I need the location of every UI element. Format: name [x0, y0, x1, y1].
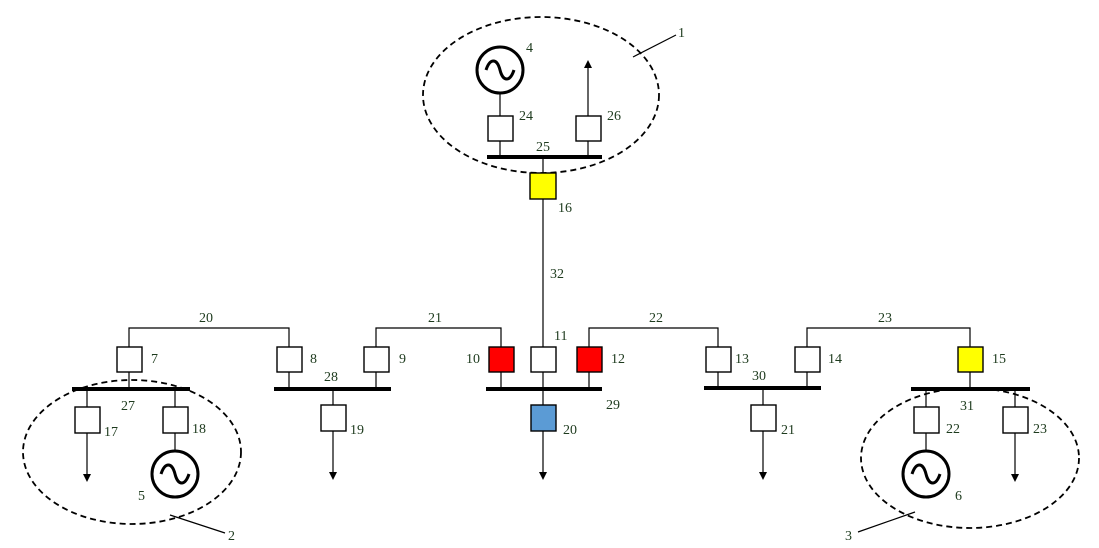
- node-18: [162, 406, 189, 434]
- node-7: [116, 346, 143, 373]
- node-16-label: 16: [558, 201, 572, 216]
- node-12-label: 12: [611, 352, 625, 367]
- generator-6-label: 6: [955, 489, 962, 504]
- node-20-label: 20: [563, 423, 577, 438]
- node-boxes: [74, 115, 1029, 434]
- zone-2-boundary: [22, 379, 242, 525]
- node-14-label: 14: [828, 352, 842, 367]
- wires: [83, 60, 1019, 482]
- node-12: [576, 346, 603, 373]
- node-15: [957, 346, 984, 373]
- node-17: [74, 406, 101, 434]
- node-22: [913, 406, 940, 434]
- node-21-label: 21: [781, 423, 795, 438]
- node-9-label: 9: [399, 352, 406, 367]
- node-21: [750, 404, 777, 432]
- node-26: [575, 115, 602, 142]
- node-17-label: 17: [104, 425, 118, 440]
- node-23-label: 23: [1033, 422, 1047, 437]
- line-21-label: 21: [428, 311, 442, 326]
- generator-6: [901, 449, 951, 499]
- node-10: [488, 346, 515, 373]
- generator-4-label: 4: [526, 41, 533, 56]
- zone-3-label: 3: [845, 529, 852, 544]
- bus-29-label: 29: [606, 398, 620, 413]
- bus-28-label: 28: [324, 370, 338, 385]
- node-16: [529, 172, 557, 200]
- line-22-label: 22: [649, 311, 663, 326]
- bus-25-label: 25: [536, 140, 550, 155]
- node-8: [276, 346, 303, 373]
- zone-2-leader: [169, 514, 226, 534]
- node-11-label: 11: [554, 329, 567, 344]
- node-9: [363, 346, 390, 373]
- node-19-label: 19: [350, 423, 364, 438]
- node-18-label: 18: [192, 422, 206, 437]
- line-23-label: 23: [878, 311, 892, 326]
- node-24: [487, 115, 514, 142]
- bus-27-label: 27: [121, 399, 135, 414]
- node-11: [530, 346, 557, 373]
- zone-3-leader: [857, 511, 916, 533]
- node-23: [1002, 406, 1029, 434]
- node-24-label: 24: [519, 109, 533, 124]
- node-19: [320, 404, 347, 432]
- node-22-label: 22: [946, 422, 960, 437]
- zone-1-leader: [632, 34, 677, 58]
- node-14: [794, 346, 821, 373]
- bus-31-label: 31: [960, 399, 974, 414]
- node-13-label: 13: [735, 352, 749, 367]
- bus-30-label: 30: [752, 369, 766, 384]
- node-7-label: 7: [151, 352, 158, 367]
- generator-5-label: 5: [138, 489, 145, 504]
- node-13: [705, 346, 732, 373]
- node-20: [530, 404, 557, 432]
- node-8-label: 8: [310, 352, 317, 367]
- zone-3-boundary: [860, 387, 1080, 529]
- line-32-label: 32: [550, 267, 564, 282]
- node-15-label: 15: [992, 352, 1006, 367]
- zone-2-label: 2: [228, 529, 235, 544]
- zone-1-label: 1: [678, 26, 685, 41]
- generator-5: [150, 449, 200, 499]
- node-10-label: 10: [466, 352, 480, 367]
- node-26-label: 26: [607, 109, 621, 124]
- line-20-label: 20: [199, 311, 213, 326]
- generator-4: [475, 45, 525, 95]
